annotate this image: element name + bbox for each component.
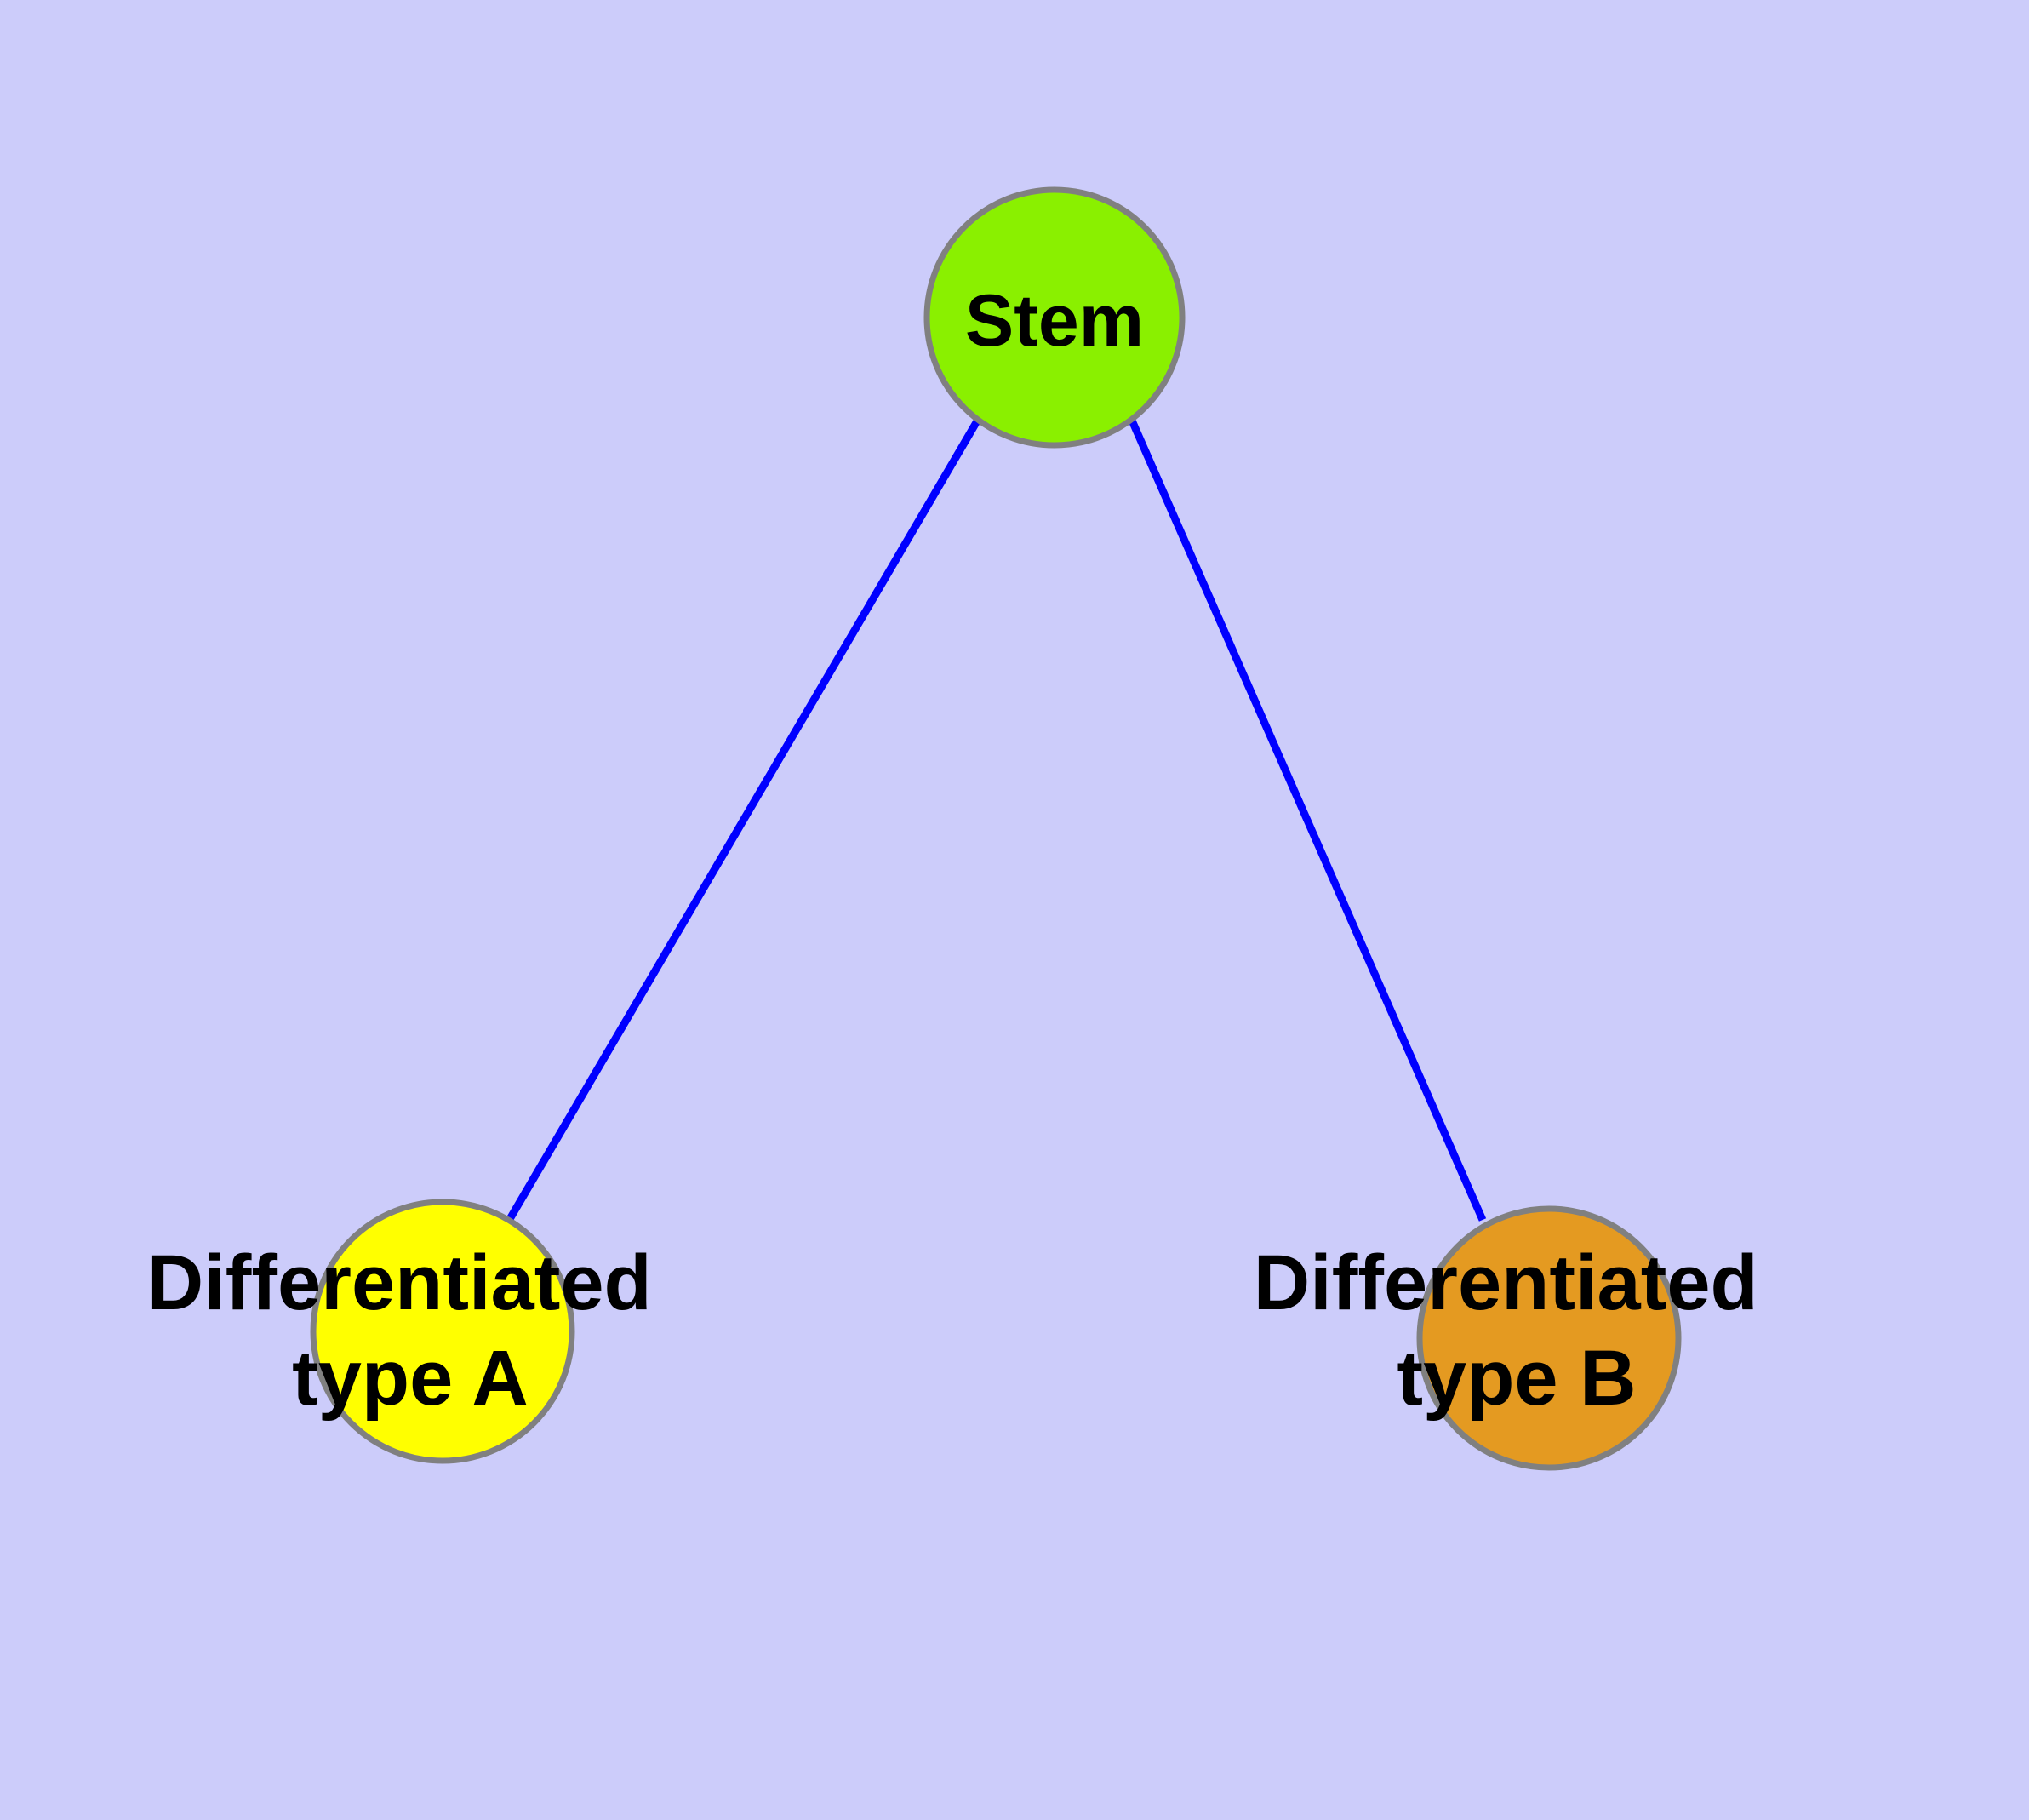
- node-label-differentiated-type-a: Differentiated type A: [147, 1239, 674, 1422]
- node-differentiated-type-b[interactable]: [1416, 1205, 1682, 1471]
- node-label-stem-line1: Stem: [965, 280, 1144, 362]
- node-stem[interactable]: [923, 186, 1186, 449]
- node-circle-differentiated-type-b[interactable]: [1416, 1205, 1682, 1471]
- node-circle-differentiated-type-a[interactable]: [310, 1199, 575, 1464]
- edge-stem-to-differentiated-type-a[interactable]: [506, 417, 981, 1222]
- node-label-differentiated-type-b-line1: Differentiated: [1254, 1239, 1758, 1326]
- edge-layer: [506, 417, 1487, 1222]
- node-layer: [310, 186, 1682, 1471]
- node-differentiated-type-a[interactable]: [310, 1199, 575, 1464]
- node-label-differentiated-type-b-line2: type B: [1397, 1335, 1636, 1422]
- node-label-stem: Stem: [965, 280, 1144, 362]
- node-label-differentiated-type-a-line1: Differentiated: [147, 1239, 652, 1326]
- edge-stem-to-differentiated-type-b[interactable]: [1128, 419, 1487, 1222]
- node-circle-stem[interactable]: [923, 186, 1186, 449]
- node-label-differentiated-type-a-line2: type A: [292, 1335, 529, 1422]
- label-layer: Stem Differentiated type A Differentiate…: [147, 280, 1780, 1422]
- node-label-differentiated-type-b: Differentiated type B: [1254, 1239, 1780, 1422]
